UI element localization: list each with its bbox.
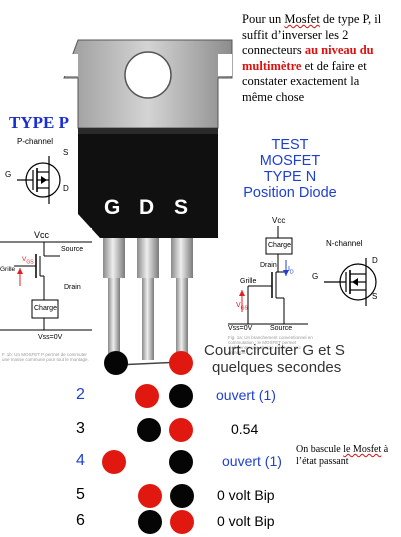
right-circuit-grille: Grille — [240, 278, 257, 285]
step-number: 4 — [76, 452, 85, 469]
pin-label-d: D — [139, 196, 155, 219]
n-channel-s: S — [372, 292, 378, 301]
right-id-i: I — [288, 266, 290, 273]
step-number: 6 — [76, 512, 85, 529]
probe-dot-right-red — [169, 418, 193, 442]
step-number: 2 — [76, 386, 85, 403]
p-channel-label: P-channel — [17, 137, 54, 146]
probe-dot-right-black — [169, 450, 193, 474]
left-circuit-drain: Drain — [64, 284, 81, 291]
right-vgs-sub: GS — [240, 305, 248, 312]
intro-text-3: et de faire et constater exactement la m… — [242, 58, 367, 104]
note-text-2: à l’état passant — [296, 444, 389, 467]
n-channel-symbol: N-channel G D S — [312, 238, 398, 318]
probe-dot-left-red — [102, 450, 126, 474]
left-circuit-caption: F. 1b: Un MOSFET P permet de commuter un… — [2, 352, 89, 362]
step-number: 5 — [76, 486, 85, 503]
right-circuit-id: ID — [288, 266, 294, 275]
pin-label-s: S — [174, 196, 189, 219]
left-circuit-drawing — [0, 241, 92, 331]
right-circuit-drawing — [228, 226, 308, 325]
right-id-sub: D — [289, 269, 294, 276]
probe-dot-right-red — [170, 510, 194, 534]
intro-text-1: Pour un — [242, 12, 285, 26]
probe-dot-left-black — [137, 418, 161, 442]
left-circuit-vcc: Vcc — [34, 230, 50, 240]
intro-paragraph: Pour un Mosfet de type P, il suffit d’in… — [242, 12, 392, 105]
step-result: 0 volt Bip — [217, 513, 275, 529]
n-channel-symbol-drawing — [324, 258, 377, 306]
test-title-line-4: Position Diode — [243, 185, 337, 201]
n-channel-g: G — [312, 272, 319, 281]
right-circuit-drain: Drain — [260, 262, 277, 269]
right-circuit-diagram: Vcc Charge Drain ID Grille VGS Vss=0V So… — [228, 214, 320, 356]
test-title-line-2: MOSFET — [259, 153, 321, 169]
p-channel-d: D — [63, 184, 69, 193]
right-circuit-source: Source — [270, 325, 293, 332]
pin-label-g: G — [104, 196, 121, 219]
right-circuit-charge: Charge — [268, 242, 291, 249]
p-channel-g: G — [5, 170, 12, 179]
step-result: ouvert (1) — [216, 387, 276, 403]
left-circuit-diagram: Vcc Source Grille VGS Drain Charge Vss=0… — [0, 228, 92, 368]
bascule-note: On bascule le Mosfet à l’état passant — [296, 444, 396, 468]
step-number: 3 — [76, 420, 85, 437]
court-circuit-instruction: Court-circuiter G et S quelques secondes — [204, 342, 345, 376]
left-vgs-sub: GS — [26, 259, 34, 266]
step-result: 0.54 — [231, 421, 259, 437]
step-result: 0 volt Bip — [217, 487, 275, 503]
probe-dot-right-black — [170, 484, 194, 508]
left-circuit-charge: Charge — [34, 305, 57, 312]
note-mosfet-word: le Mosfet — [343, 444, 382, 455]
type-p-title: TYPE P — [9, 113, 69, 132]
p-channel-s: S — [63, 148, 69, 157]
right-circuit-vss: Vss=0V — [228, 325, 253, 332]
probe-dot-left-red — [135, 384, 159, 408]
probe-dot-left-black — [138, 510, 162, 534]
left-circuit-vss: Vss=0V — [38, 334, 63, 341]
court-circuit-line-1: Court-circuiter G et S — [204, 342, 345, 359]
left-vgs-v: V — [22, 256, 27, 263]
n-channel-label: N-channel — [326, 239, 363, 248]
left-circuit-source: Source — [61, 246, 84, 253]
intro-mosfet-word: Mosfet — [284, 12, 320, 26]
right-vgs-v: V — [236, 302, 241, 309]
right-circuit-vgs: VGS — [236, 302, 248, 311]
court-circuit-line-2: quelques secondes — [212, 359, 342, 376]
test-title-line-1: TEST — [271, 137, 309, 153]
probe-dot-left-red — [138, 484, 162, 508]
left-circuit-grille: Grille — [0, 266, 16, 273]
p-channel-symbol-drawing — [17, 156, 61, 204]
step-result: ouvert (1) — [222, 453, 282, 469]
right-circuit-vcc: Vcc — [272, 216, 286, 225]
test-title: TEST MOSFET TYPE N Position Diode — [232, 137, 348, 201]
p-channel-symbol: P-channel G S D — [3, 136, 73, 224]
note-text-1: On bascule — [296, 444, 344, 455]
intro-highlight: au niveau du multimètre — [242, 43, 374, 73]
intro-text-2: de type P, il suffit d’inverser les 2 co… — [242, 12, 382, 57]
probe-dot-left-black — [104, 351, 128, 375]
n-channel-d: D — [372, 256, 378, 265]
probe-dot-right-black — [169, 384, 193, 408]
right-circuit-caption: Fig. 1a: Un branchement conventionnel en… — [228, 335, 313, 355]
test-title-line-3: TYPE N — [263, 169, 317, 185]
left-circuit-vgs: VGS — [22, 256, 34, 265]
probe-dot-right-red — [169, 351, 193, 375]
